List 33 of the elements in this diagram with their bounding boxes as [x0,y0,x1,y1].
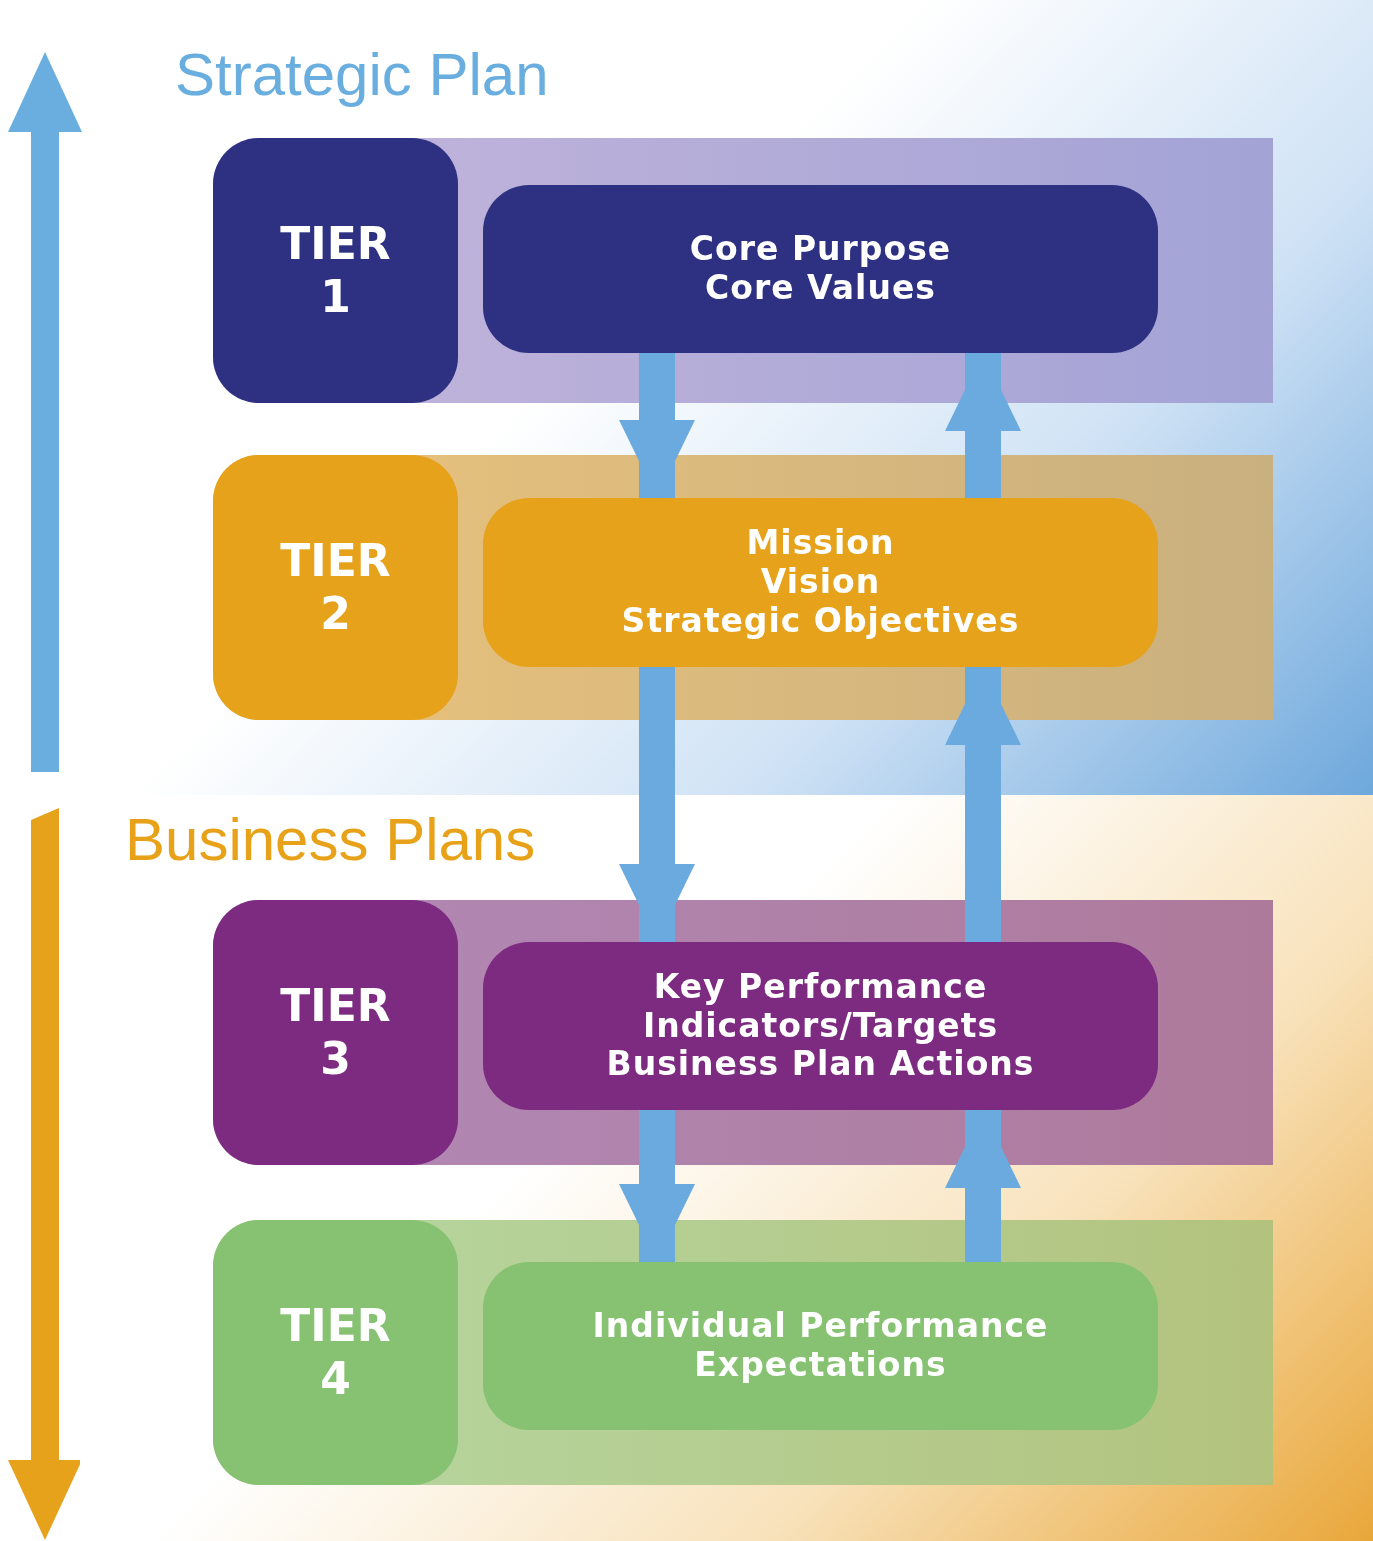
arrow [945,353,1021,498]
section-title: Strategic Plan [175,40,549,109]
tier-label-box [213,1220,458,1485]
arrow [619,1110,695,1262]
tier-label: TIER 4 [279,1299,392,1406]
tier-band [213,455,1273,720]
tier-label: TIER 2 [279,534,392,641]
content-box [483,498,1158,667]
tier-label-box [213,900,458,1165]
tier-label-box [213,138,458,403]
arrow [945,667,1021,942]
arrow [945,1110,1021,1262]
content-box [483,1262,1158,1430]
content-text: Mission [746,524,895,564]
content-text: Individual Performance Expectations [591,1307,1050,1385]
tier-band [213,900,1273,1165]
arrow [619,667,695,942]
arrow [619,353,695,498]
content-text: Business Plan Actions [606,1045,1035,1085]
tier-label: TIER 3 [279,979,392,1086]
content-box [483,185,1158,353]
content-text: Vision [760,563,881,602]
tier-label-box [213,455,458,720]
content-box [483,942,1158,1110]
content-text: Strategic Objectives [621,601,1020,641]
tier-label: TIER 1 [279,217,392,324]
plan-section [80,795,1373,1541]
tier-band [213,138,1273,403]
content-text: Core Values [705,269,936,308]
section-title: Business Plans [125,805,536,874]
content-text: Core Purpose [689,230,952,269]
content-text: Key Performance Indicators/Targets [641,967,1000,1046]
tier-band [213,1220,1273,1485]
